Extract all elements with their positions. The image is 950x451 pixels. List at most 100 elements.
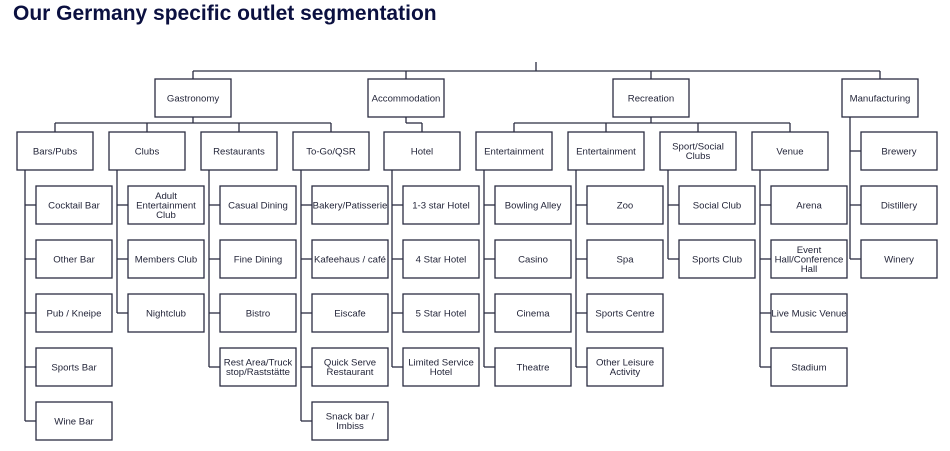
item-casino-box [494, 239, 572, 279]
category-recreation[interactable]: Recreation [612, 78, 690, 118]
subcategory-entertainment[interactable]: Entertainment [475, 131, 553, 171]
subcategory-entertainment-label: Entertainment [576, 146, 636, 157]
item-nightclub[interactable]: Nightclub [127, 293, 205, 333]
item-stadium[interactable]: Stadium [770, 347, 848, 387]
item-social-club-box [678, 185, 756, 225]
page-title: Our Germany specific outlet segmentation [13, 2, 437, 25]
item-zoo[interactable]: Zoo [586, 185, 664, 225]
item-other-bar-label: Other Bar [53, 254, 95, 265]
item-sports-centre[interactable]: Sports Centre [586, 293, 664, 333]
item-distillery[interactable]: Distillery [860, 185, 938, 225]
category-recreation-box [612, 78, 690, 118]
item-casual-dining[interactable]: Casual Dining [219, 185, 297, 225]
item-arena[interactable]: Arena [770, 185, 848, 225]
item-4-star-hotel[interactable]: 4 Star Hotel [402, 239, 480, 279]
subcategory-clubs[interactable]: Clubs [108, 131, 186, 171]
subcategory-to-go-qsr[interactable]: To-Go/QSR [292, 131, 370, 171]
item-live-music-venue[interactable]: Live Music Venue [770, 293, 848, 333]
item-4-star-hotel-label: 4 Star Hotel [416, 254, 467, 265]
item-winery[interactable]: Winery [860, 239, 938, 279]
item-brewery-box [860, 131, 938, 171]
category-accommodation[interactable]: Accommodation [367, 78, 445, 118]
item-winery-label: Winery [884, 254, 914, 265]
item-zoo-label: Zoo [617, 200, 634, 211]
item-pub-kneipe[interactable]: Pub / Kneipe [35, 293, 113, 333]
item-snack-bar-imbiss-box [311, 401, 389, 441]
subcategory-venue-label: Venue [776, 146, 803, 157]
item-wine-bar[interactable]: Wine Bar [35, 401, 113, 441]
subcategory-bars-pubs[interactable]: Bars/Pubs [16, 131, 94, 171]
item-eiscafe[interactable]: Eiscafe [311, 293, 389, 333]
subcategory-restaurants[interactable]: Restaurants [200, 131, 278, 171]
item-bistro-box [219, 293, 297, 333]
item-snack-bar-imbiss-label: Snack bar /Imbiss [326, 412, 375, 433]
item-casual-dining-label: Casual Dining [228, 200, 288, 211]
item-bowling-alley[interactable]: Bowling Alley [494, 185, 572, 225]
item-bakery-patisserie[interactable]: Bakery/Patisserie [311, 185, 389, 225]
subcategory-entertainment[interactable]: Entertainment [567, 131, 645, 171]
item-casino-label: Casino [518, 254, 548, 265]
item-kafeehaus-caf--box [311, 239, 389, 279]
item-kafeehaus-caf-[interactable]: Kafeehaus / café [311, 239, 389, 279]
item-nightclub-label: Nightclub [146, 308, 186, 319]
item-cocktail-bar[interactable]: Cocktail Bar [35, 185, 113, 225]
item-kafeehaus-caf--label: Kafeehaus / café [314, 254, 386, 265]
item-spa[interactable]: Spa [586, 239, 664, 279]
item-other-bar[interactable]: Other Bar [35, 239, 113, 279]
item-social-club[interactable]: Social Club [678, 185, 756, 225]
item-5-star-hotel-label: 5 Star Hotel [416, 308, 467, 319]
item-4-star-hotel-box [402, 239, 480, 279]
subcategory-clubs-box [108, 131, 186, 171]
item-fine-dining[interactable]: Fine Dining [219, 239, 297, 279]
item-cinema[interactable]: Cinema [494, 293, 572, 333]
subcategory-restaurants-box [200, 131, 278, 171]
item-sports-bar-label: Sports Bar [51, 362, 97, 373]
item-live-music-venue-label: Live Music Venue [771, 308, 846, 319]
category-manufacturing-label: Manufacturing [850, 93, 911, 104]
category-accommodation-label: Accommodation [372, 93, 441, 104]
item-limited-service-hotel-box [402, 347, 480, 387]
subcategory-hotel[interactable]: Hotel [383, 131, 461, 171]
item-fine-dining-label: Fine Dining [234, 254, 283, 265]
item-snack-bar-imbiss[interactable]: Snack bar /Imbiss [311, 401, 389, 441]
category-gastronomy[interactable]: Gastronomy [154, 78, 232, 118]
item-members-club-box [127, 239, 205, 279]
item-1-3-star-hotel-box [402, 185, 480, 225]
item-arena-label: Arena [796, 200, 822, 211]
item-sports-bar[interactable]: Sports Bar [35, 347, 113, 387]
item-sports-club-box [678, 239, 756, 279]
category-accommodation-box [367, 78, 445, 118]
category-manufacturing[interactable]: Manufacturing [841, 78, 919, 118]
item-casino[interactable]: Casino [494, 239, 572, 279]
item-cinema-box [494, 293, 572, 333]
item-other-bar-box [35, 239, 113, 279]
item-theatre[interactable]: Theatre [494, 347, 572, 387]
subcategory-venue[interactable]: Venue [751, 131, 829, 171]
item-pub-kneipe-label: Pub / Kneipe [47, 308, 102, 319]
subcategory-entertainment-box [475, 131, 553, 171]
item-sports-club[interactable]: Sports Club [678, 239, 756, 279]
subcategory-hotel-box [383, 131, 461, 171]
item-1-3-star-hotel[interactable]: 1-3 star Hotel [402, 185, 480, 225]
item-5-star-hotel[interactable]: 5 Star Hotel [402, 293, 480, 333]
item-theatre-box [494, 347, 572, 387]
item-zoo-box [586, 185, 664, 225]
item-bistro[interactable]: Bistro [219, 293, 297, 333]
item-brewery[interactable]: Brewery [860, 131, 938, 171]
item-theatre-label: Theatre [516, 362, 549, 373]
item-members-club[interactable]: Members Club [127, 239, 205, 279]
item-wine-bar-label: Wine Bar [54, 416, 94, 427]
